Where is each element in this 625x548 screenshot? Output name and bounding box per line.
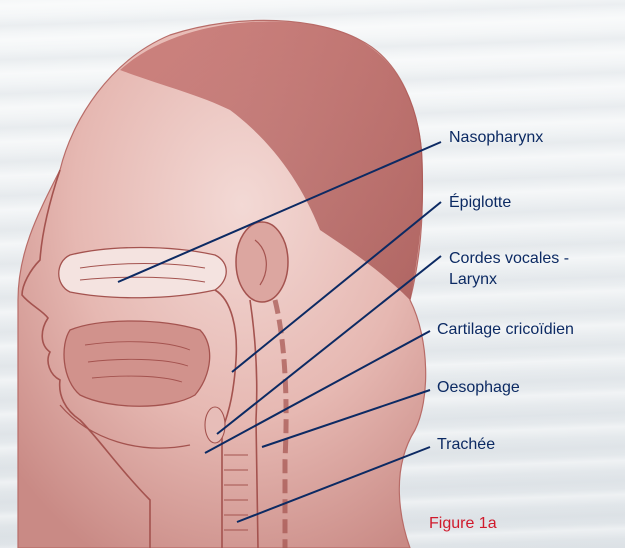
ear <box>236 222 288 302</box>
figure-caption: Figure 1a <box>429 515 497 533</box>
label-cordes-vocales-line1: Cordes vocales - <box>449 249 569 268</box>
nasal-cavity <box>59 248 227 298</box>
label-trachee: Trachée <box>437 435 495 454</box>
label-oesophage: Oesophage <box>437 378 520 397</box>
label-cordes-vocales-line2: Larynx <box>449 270 497 289</box>
tongue <box>64 321 210 406</box>
label-epiglotte: Épiglotte <box>449 193 511 212</box>
label-cartilage: Cartilage cricoïdien <box>437 320 574 339</box>
label-nasopharynx: Nasopharynx <box>449 128 543 147</box>
larynx <box>205 407 225 443</box>
